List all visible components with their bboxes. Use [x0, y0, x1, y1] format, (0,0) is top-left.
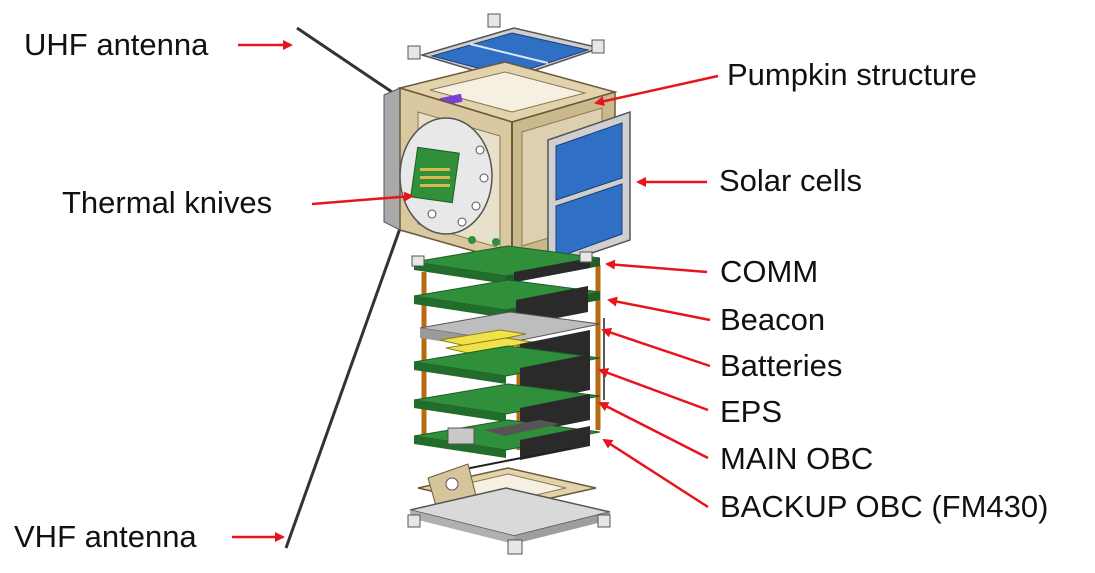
label-pumpkin-structure: Pumpkin structure	[727, 57, 977, 92]
arrow-comm	[605, 259, 708, 274]
arrow-backup-obc	[602, 438, 709, 509]
vhf-antenna-wire	[284, 177, 420, 549]
bottom-base-plate	[407, 447, 611, 555]
top-solar-panel	[407, 13, 605, 89]
pcb-main-obc	[413, 383, 601, 434]
label-uhf-antenna: UHF antenna	[24, 27, 209, 62]
pcb-beacon	[413, 279, 601, 326]
pointer-arrows	[232, 40, 719, 542]
pcb-comm	[411, 245, 601, 284]
arrow-pumpkin-structure	[594, 74, 719, 107]
label-solar-cells: Solar cells	[719, 163, 862, 198]
label-comm: COMM	[720, 254, 819, 289]
label-vhf-antenna: VHF antenna	[14, 519, 197, 554]
label-thermal-knives: Thermal knives	[62, 185, 273, 220]
pcb-backup-obc	[413, 419, 601, 460]
label-beacon: Beacon	[720, 302, 826, 337]
arrow-main-obc	[598, 401, 709, 460]
arrow-batteries	[601, 327, 711, 368]
label-main-obc: MAIN OBC	[720, 441, 874, 476]
label-backup-obc: BACKUP OBC (FM430)	[720, 489, 1049, 524]
side-solar-panel	[547, 110, 631, 270]
arrow-thermal-knives	[311, 191, 414, 206]
arrow-beacon	[607, 296, 711, 322]
arrow-eps	[598, 368, 709, 412]
label-eps: EPS	[720, 394, 783, 429]
label-batteries: Batteries	[720, 348, 843, 383]
